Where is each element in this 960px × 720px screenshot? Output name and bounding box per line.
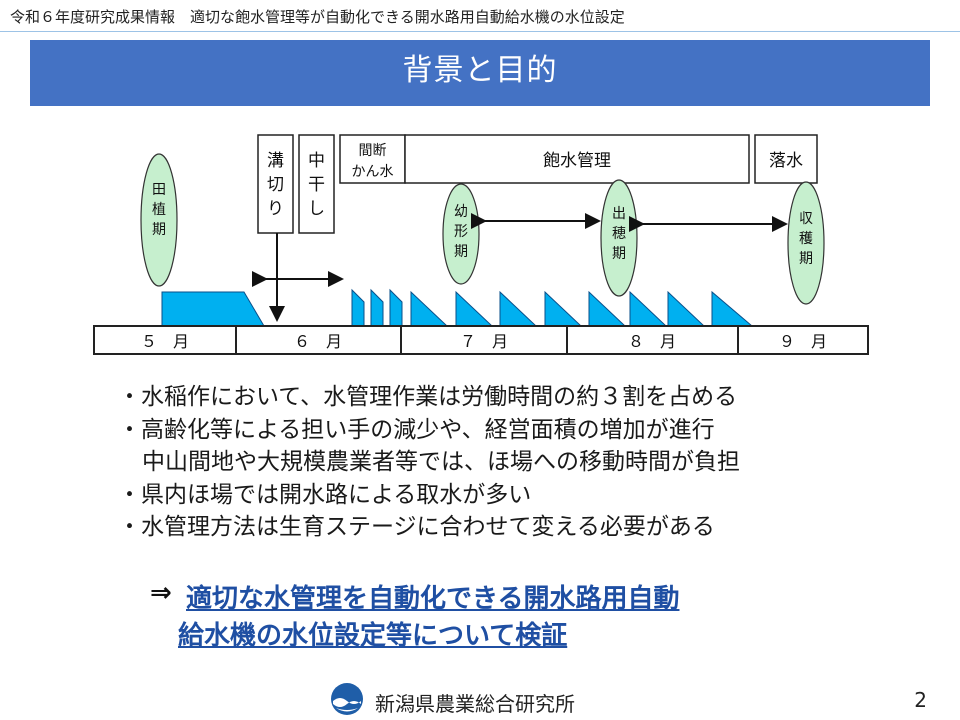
water-saturated-1	[410, 290, 449, 327]
water-saturated-6	[629, 290, 668, 327]
bullet-item-continuation: 中山間地や大規模農業者等では、ほ場への移動時間が負担	[142, 449, 740, 475]
water-saturated-7	[667, 290, 706, 327]
box-housui: 飽水管理	[404, 134, 750, 184]
stage-shuukaku-char1: 収	[799, 211, 813, 227]
stage-shussui-char1: 出	[612, 206, 626, 222]
stage-shussui-char2: 穂	[612, 226, 626, 242]
institute-logo-icon	[331, 683, 363, 715]
bullet-item: ・県内ほ場では開水路による取水が多い	[118, 481, 532, 508]
page-number: 2	[914, 688, 927, 712]
header-text: 令和６年度研究成果情報 適切な飽水管理等が自動化できる開水路用自動給水機の水位設…	[10, 8, 625, 26]
stage-youkei-char2: 形	[454, 224, 468, 240]
conclusion-arrow: ⇒	[150, 578, 172, 608]
water-saturated-2	[455, 290, 494, 327]
page-title: 背景と目的	[402, 53, 558, 88]
stage-shussui-char3: 期	[612, 246, 626, 262]
header-divider	[0, 31, 960, 32]
box-kandan: 間断 かん水	[339, 134, 406, 184]
bullet-item: ・水稲作において、水管理作業は労働時間の約３割を占める	[118, 384, 738, 410]
stage-shuukaku-char2: 穫	[799, 231, 813, 247]
month-august: ８ 月	[628, 332, 676, 351]
footer-organization: 新潟県農業総合研究所	[375, 692, 575, 716]
water-saturated-4	[544, 290, 583, 327]
title-bar: 背景と目的	[30, 40, 930, 106]
water-saturated-3	[499, 290, 538, 327]
stage-taue: 田 植 期	[140, 153, 178, 287]
month-june: ６ 月	[294, 332, 342, 351]
stage-shuukaku-char3: 期	[799, 251, 813, 267]
conclusion-line-1: 適切な水管理を自動化できる開水路用自動	[186, 584, 680, 614]
stage-youkei-char1: 幼	[454, 204, 468, 220]
box-housui-label: 飽水管理	[543, 151, 611, 171]
water-intermittent-1	[351, 288, 365, 327]
box-mizokiri: 溝 切 り	[257, 134, 294, 234]
stage-shussui: 出 穂 期	[600, 179, 638, 297]
box-nakaboshi-char3: し	[308, 199, 325, 219]
water-saturated-5	[588, 290, 627, 327]
water-intermittent-3	[389, 288, 403, 327]
water-intermittent-2	[370, 288, 384, 327]
bullet-item: ・高齢化等による担い手の減少や、経営面積の増加が進行	[118, 416, 715, 443]
box-nakaboshi: 中 干 し	[298, 134, 335, 234]
water-levels	[161, 288, 754, 327]
box-rakusui: 落水	[754, 134, 818, 184]
bullet-item: ・水管理方法は生育ステージに合わせて変える必要がある	[118, 514, 715, 540]
box-kandan-line2: かん水	[352, 164, 394, 180]
water-flooded	[161, 291, 265, 327]
stage-youkei: 幼 形 期	[442, 183, 480, 285]
box-kandan-line1: 間断	[359, 143, 387, 159]
water-management-diagram: 溝 切 り 中 干 し 間断 かん水 飽水管理 落水 田 植 期	[93, 134, 869, 355]
box-mizokiri-char2: 切	[267, 175, 284, 195]
stage-taue-char1: 田	[152, 182, 166, 198]
background-bullets: ・水稲作において、水管理作業は労働時間の約３割を占める ・高齢化等による担い手の…	[118, 381, 740, 544]
box-nakaboshi-char2: 干	[308, 175, 325, 195]
month-july: ７ 月	[460, 332, 508, 351]
stage-taue-char2: 植	[152, 202, 166, 218]
conclusion-line-2: 給水機の水位設定等について検証	[178, 621, 568, 651]
stage-youkei-char3: 期	[454, 244, 468, 260]
box-nakaboshi-char1: 中	[308, 151, 325, 171]
stage-shuukaku: 収 穫 期	[787, 181, 825, 305]
month-september: ９ 月	[779, 332, 827, 351]
box-rakusui-label: 落水	[769, 151, 803, 171]
month-may: ５ 月	[141, 332, 189, 351]
month-axis: ５ 月 ６ 月 ７ 月 ８ 月 ９ 月	[93, 325, 869, 355]
box-mizokiri-char1: 溝	[267, 151, 284, 171]
stage-taue-char3: 期	[152, 222, 166, 238]
water-saturated-8	[711, 290, 754, 327]
box-mizokiri-char3: り	[267, 199, 284, 219]
